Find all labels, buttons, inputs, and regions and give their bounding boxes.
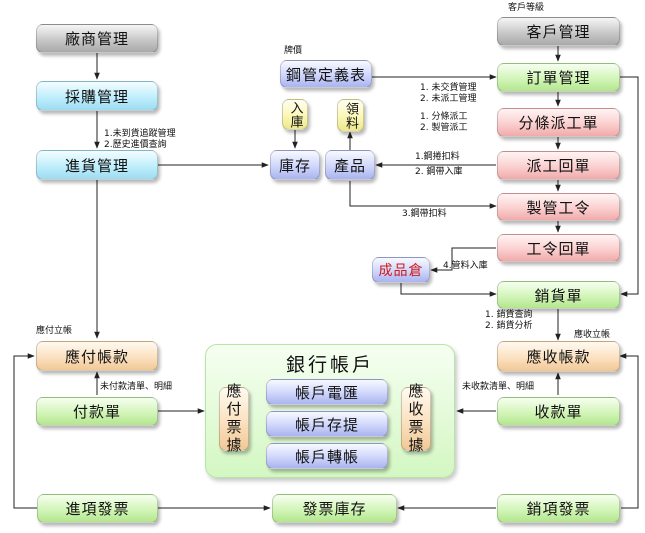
sales-note-2: 2. 銷貨分析 [485,321,533,331]
bank-account-title: 銀行帳戶 [285,354,374,376]
dispatch-split-box: 分條派工單 [497,108,620,137]
finished-goods-box: 成品倉 [372,257,430,283]
receiving-mgmt-box: 進貨管理 [36,150,158,180]
sales-slip-box: 銷貨單 [497,281,620,309]
account-deposit-box: 帳戶存提 [266,411,388,437]
customer-level-label: 客戶等級 [508,3,545,13]
customer-mgmt-box: 客戶管理 [497,17,620,46]
payable-notes-box: 應付票據 [219,383,249,455]
invoice-stock-box: 發票庫存 [272,494,397,523]
strip-deduct-label: 3.鋼帶扣料 [402,209,447,219]
return-note-2: 2. 鋼帶入庫 [415,167,463,177]
inventory-box: 庫存 [270,150,320,180]
material-pick-box: 領料 [337,99,364,132]
purchase-mgmt-box: 採購管理 [36,81,158,111]
purchase-note-2: 2.歷史進價查詢 [104,140,167,150]
account-remit-box: 帳戶電匯 [266,379,388,405]
product-box: 產品 [325,150,375,180]
arrow-finished-to-sales [400,283,497,297]
receipt-slip-box: 收款單 [497,397,620,426]
input-invoice-box: 進項發票 [37,494,158,523]
brand-label: 牌價 [284,46,303,56]
arrow-order-to-sales [620,76,639,297]
return-note-1: 1.鋼捲扣料 [415,152,460,162]
unreceived-list-label: 未收款清單、明細 [462,382,535,392]
arrow-output-invoice-to-receivable [619,353,639,509]
dispatch-note-1: 1. 分條派工 [420,112,468,122]
receivable-notes-box: 應收票據 [401,383,431,455]
arrow-input-invoice-to-payable [13,353,37,509]
output-invoice-box: 銷項發票 [497,494,620,523]
dispatch-return-box: 派工回單 [497,151,620,180]
payment-slip-box: 付款單 [36,397,158,426]
account-transfer-box: 帳戶轉帳 [266,443,388,469]
sales-note-1: 1. 銷貨查詢 [485,310,533,320]
order-note-1: 1. 未交貨管理 [420,83,477,93]
accounts-payable-box: 應付帳款 [36,341,158,371]
order-mgmt-box: 訂單管理 [497,63,620,92]
ap-setup-label: 應付立帳 [36,326,73,336]
pipe-work-order-box: 製管工令 [497,193,620,221]
arrow-product-to-workorder [349,181,497,209]
vendor-mgmt-box: 廠商管理 [36,24,158,53]
order-note-2: 2. 未派工管理 [420,94,477,104]
arrow-woreturn-to-finished [430,247,496,273]
pipe-in-label: 4.管料入庫 [443,261,488,271]
stock-in-box: 入庫 [282,99,308,130]
unpaid-list-label: 未付款清單、明細 [100,382,173,392]
accounts-receivable-box: 應收帳款 [497,341,620,372]
purchase-note-1: 1.未到貨追蹤管理 [104,129,176,139]
steel-pipe-def-box: 鋼管定義表 [280,60,372,88]
work-order-return-box: 工令回單 [497,234,620,262]
ar-setup-label: 應收立帳 [574,330,611,340]
dispatch-note-2: 2. 製管派工 [420,123,468,133]
